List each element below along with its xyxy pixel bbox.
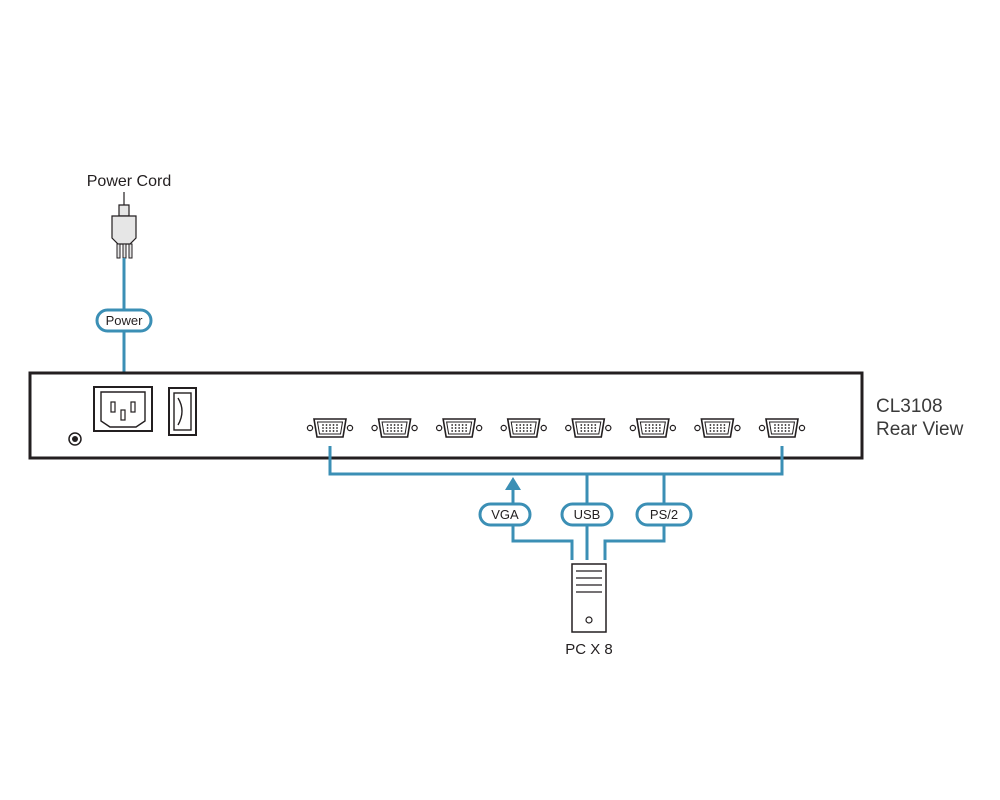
power-socket-icon [93,386,153,432]
cable-bus [328,446,784,560]
model-label: CL3108 [876,396,943,417]
power-cord-label: Power Cord [87,173,171,190]
vga-port [565,418,612,438]
vga-pill-label: VGA [491,507,519,522]
power-plug-icon [111,192,137,259]
vga-port [500,418,547,438]
vga-ports [306,418,806,438]
power-switch[interactable] [168,387,197,436]
vga-port [371,418,418,438]
power-pill: Power [95,308,153,333]
usb-pill-label: USB [574,507,601,522]
pc-tower-icon [571,563,607,633]
ps2-pill: PS/2 [635,502,693,527]
view-label: Rear View [876,419,964,440]
kvm-chassis [28,371,864,460]
power-pill-label: Power [106,313,144,328]
vga-pill: VGA [478,502,532,527]
pc-count-label: PC X 8 [565,641,613,658]
vga-port [758,418,806,438]
vga-port [306,418,354,438]
ps2-pill-label: PS/2 [650,507,678,522]
vga-port [694,418,741,438]
upstream-arrow-icon [505,477,521,490]
ground-screw-icon [68,432,82,446]
vga-port [435,418,483,438]
vga-port [629,418,677,438]
usb-pill: USB [560,502,614,527]
